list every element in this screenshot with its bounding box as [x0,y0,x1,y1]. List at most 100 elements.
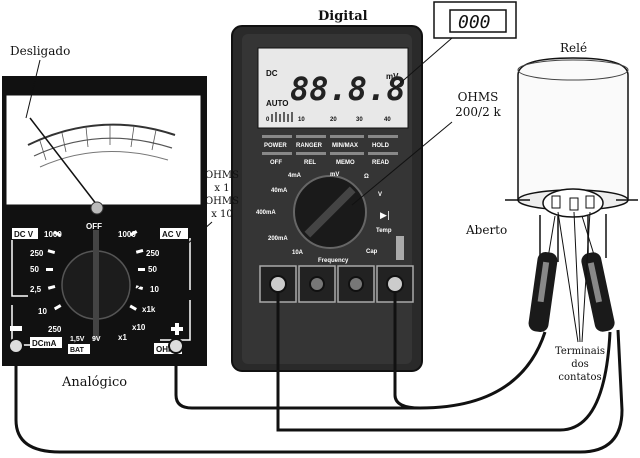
meter-needle [29,117,98,206]
probe-right [581,215,615,332]
dial-mv: mV [330,172,339,178]
acv-50: 50 [148,265,157,274]
dcv-label-box [12,228,38,239]
digital-jack-ohm[interactable] [386,275,404,293]
dial-pointer [304,186,356,238]
digital-jack-2[interactable] [309,276,325,292]
hold-button[interactable] [368,135,398,138]
off-label: OFF [86,222,102,231]
terminais-line-1: Terminais [555,346,605,357]
zoom-pointer [389,37,453,93]
ohm-label-box [154,343,182,354]
dial-frequency: Frequency [318,258,349,264]
ohms-digital-line-2: 200/2 k [455,105,501,119]
diode-icon: ▶| [380,211,390,221]
analog-knob-pointer [93,230,99,340]
bar-tick-10: 10 [298,117,305,123]
ohms-analog-line-1: OHMS [205,170,239,181]
dcma-label: DCmA [32,339,57,348]
dcv-2-5: 2,5 [30,285,42,294]
read-button[interactable] [368,152,398,155]
dial-side-marker [396,236,404,260]
probe-left-highlight [537,261,550,303]
dcma-10: 10 [38,307,47,316]
probe-left-tip [547,215,556,259]
dial-v: V [378,192,382,198]
dcma-250: 250 [48,325,62,334]
desligado-pointer [25,59,41,119]
analog-jack-negative[interactable] [8,338,24,354]
btn-read-label: READ [372,160,390,166]
analog-jack-positive[interactable] [168,338,184,354]
dial-temp: Temp [376,228,392,234]
zoom-reading: 000 [458,12,491,33]
btn-hold-label: HOLD [372,143,390,149]
bat-label-box [68,344,90,354]
lcd-unit: mV [386,72,399,81]
lcd-display [257,47,409,129]
acv-label: AC V [162,230,182,239]
ranger-button[interactable] [296,135,326,138]
plus-sign [171,323,183,335]
off-button[interactable] [262,152,292,155]
range-markers [46,230,145,311]
power-button[interactable] [262,135,292,138]
label-aberto: Aberto [465,223,507,237]
btn-memo-label: MEMO [336,160,355,166]
scale-ticks [39,125,157,161]
bat-1-5v: 1,5V [70,336,85,343]
dcv-1000: 1000 [44,230,62,239]
label-terminais: Terminais dos contatos [555,346,605,383]
acv-10: 10 [150,285,159,294]
dial-10a: 10A [292,250,304,256]
minmax-button[interactable] [330,135,364,138]
btn-rel-label: REL [304,160,316,166]
ohms-analog-pointer [129,221,213,296]
memo-button[interactable] [330,152,364,155]
acv-label-box [160,228,188,239]
relay-terminal-3 [585,195,595,209]
dial-cap: Cap [366,249,378,255]
dial-4ma: 4mA [288,173,302,179]
ohms-analog-line-2: x 1 [214,183,229,194]
ohms-digital-pointer [351,121,453,206]
label-ohms-digital: OHMS 200/2 k [455,90,501,119]
digital-jack-com[interactable] [269,275,287,293]
digital-multimeter: DC AUTO mV 88.8.8 0 10 20 30 40 POWER RA… [231,25,423,372]
analog-multimeter: DC V 1000 250 50 2,5 10 250 DCmA 1000 AC… [2,59,207,366]
btn-ranger-label: RANGER [296,143,323,149]
ohm-x1: x1 [118,333,127,342]
zoom-display-screen [449,9,507,33]
probe-right-highlight [587,262,603,303]
dcv-250: 250 [30,249,44,258]
terminais-line-3: contatos [558,372,601,383]
probe-left [528,215,558,332]
bar-tick-0: 0 [266,117,270,123]
ohms-analog-line-3: OHMS [205,196,239,207]
bar-tick-40: 40 [384,117,391,123]
relay [505,57,638,262]
label-digital: Digital [318,9,368,24]
acv-1000: 1000 [118,230,136,239]
rel-button[interactable] [296,152,326,155]
dcv-label: DC V [14,230,34,239]
wire-digital-com [276,292,612,432]
btn-power-label: POWER [264,143,287,149]
relay-terminal-1 [551,195,561,209]
digital-jack-3[interactable] [348,276,364,292]
acv-250: 250 [146,249,160,258]
scale-arc-middle [33,137,173,157]
digital-jacks [259,265,414,303]
ohm-label: OHM [156,345,175,354]
dcv-bracket [11,240,28,297]
wire-analog-negative [14,329,624,454]
bar-tick-20: 20 [330,117,337,123]
btn-off-label: OFF [270,160,282,166]
dial-ohm: Ω [364,174,369,180]
relay-top [517,59,629,81]
zoom-display: 000 [389,1,517,93]
terminais-line-2: dos [571,359,589,370]
ohms-digital-line-1: OHMS [458,90,499,104]
relay-can [517,57,629,201]
